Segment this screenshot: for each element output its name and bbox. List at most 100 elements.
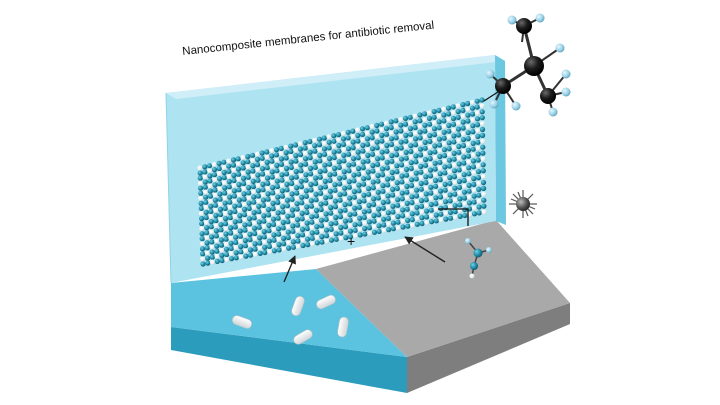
lattice-sphere [351, 178, 357, 184]
lattice-sphere [451, 162, 457, 168]
lattice-sphere [369, 123, 375, 130]
lattice-sphere [379, 132, 385, 138]
lattice-sphere [385, 176, 391, 182]
lattice-sphere [226, 168, 232, 174]
lattice-sphere [222, 210, 228, 217]
lattice-sphere [370, 162, 376, 169]
lattice-sphere [394, 180, 400, 186]
lattice-sphere [203, 220, 210, 226]
lattice-sphere [423, 197, 429, 203]
lattice-sphere [346, 162, 352, 168]
lattice-sphere [285, 213, 291, 219]
lattice-sphere [345, 129, 351, 135]
lattice-sphere [257, 235, 263, 241]
lattice-sphere [247, 237, 253, 243]
lattice-sphere [322, 162, 328, 168]
lattice-sphere [367, 225, 373, 231]
lattice-sphere [223, 226, 229, 232]
lattice-sphere [456, 155, 462, 161]
lattice-sphere [318, 217, 325, 223]
lattice-sphere [290, 223, 296, 229]
lattice-sphere [357, 232, 363, 238]
lattice-sphere [340, 130, 346, 136]
lattice-sphere [246, 200, 252, 206]
lattice-sphere [328, 226, 334, 232]
lattice-sphere [389, 147, 395, 153]
lattice-sphere [433, 183, 439, 189]
lattice-sphere [408, 171, 415, 177]
lattice-sphere [303, 166, 309, 173]
lattice-sphere [257, 229, 263, 236]
lattice-sphere [265, 191, 271, 197]
lattice-sphere [323, 211, 329, 217]
lattice-sphere [261, 234, 268, 240]
lattice-sphere [314, 213, 320, 219]
lattice-sphere [331, 133, 337, 139]
lattice-sphere [475, 139, 481, 145]
lattice-sphere [455, 114, 461, 120]
lattice-sphere [294, 179, 300, 185]
lattice-sphere [336, 137, 342, 143]
lattice-sphere [204, 225, 210, 231]
lattice-sphere [322, 168, 328, 174]
lattice-sphere [245, 174, 251, 180]
lattice-sphere [276, 226, 282, 232]
lattice-sphere [266, 243, 273, 249]
lattice-sphere [432, 149, 438, 155]
lattice-sphere [289, 196, 295, 202]
lattice-sphere [419, 203, 425, 209]
lattice-sphere [281, 241, 287, 247]
lattice-sphere [469, 105, 476, 111]
lattice-sphere [481, 197, 487, 203]
lattice-sphere [355, 149, 361, 155]
lattice-sphere [357, 221, 363, 227]
lattice-sphere [270, 179, 276, 185]
lattice-sphere [313, 175, 319, 181]
lattice-sphere [223, 236, 229, 242]
lattice-sphere [245, 169, 251, 175]
lattice-sphere [480, 156, 486, 162]
lattice-sphere [465, 100, 471, 107]
lattice-sphere [266, 228, 272, 234]
lattice-sphere [279, 167, 285, 173]
lattice-sphere [437, 142, 443, 148]
lattice-sphere [442, 164, 448, 170]
lattice-sphere [333, 236, 339, 242]
lattice-sphere [461, 166, 467, 172]
capsule-pill-icon [232, 315, 252, 329]
lattice-sphere [428, 178, 434, 185]
lattice-sphere [341, 141, 347, 147]
lattice-sphere [227, 220, 234, 226]
lattice-sphere [213, 207, 219, 213]
lattice-sphere [299, 189, 305, 195]
lattice-sphere [337, 175, 343, 181]
lattice-sphere [204, 230, 210, 236]
lattice-sphere [227, 199, 233, 205]
lattice-sphere [233, 229, 239, 235]
lattice-sphere [361, 214, 368, 220]
lattice-sphere [243, 253, 249, 259]
lattice-sphere [374, 133, 380, 140]
lattice-sphere [275, 199, 281, 205]
lattice-sphere [442, 158, 448, 164]
lattice-sphere [197, 175, 203, 181]
lattice-sphere [298, 178, 304, 184]
lattice-sphere [465, 141, 471, 147]
lattice-sphere [242, 212, 248, 218]
lattice-sphere [326, 150, 333, 156]
lattice-sphere [384, 142, 390, 149]
lattice-sphere [389, 164, 395, 170]
lattice-sphere [414, 193, 420, 199]
lattice-sphere [366, 197, 372, 203]
lattice-sphere [290, 218, 296, 224]
lattice-sphere [289, 202, 295, 208]
lattice-sphere [240, 155, 246, 161]
lattice-sphere [413, 176, 419, 182]
lattice-sphere [414, 216, 420, 222]
lattice-sphere [271, 248, 277, 254]
lattice-sphere [281, 246, 287, 252]
lattice-sphere [250, 173, 256, 179]
lattice-sphere [246, 190, 252, 196]
lattice-sphere [327, 172, 333, 178]
lattice-sphere [205, 255, 211, 261]
